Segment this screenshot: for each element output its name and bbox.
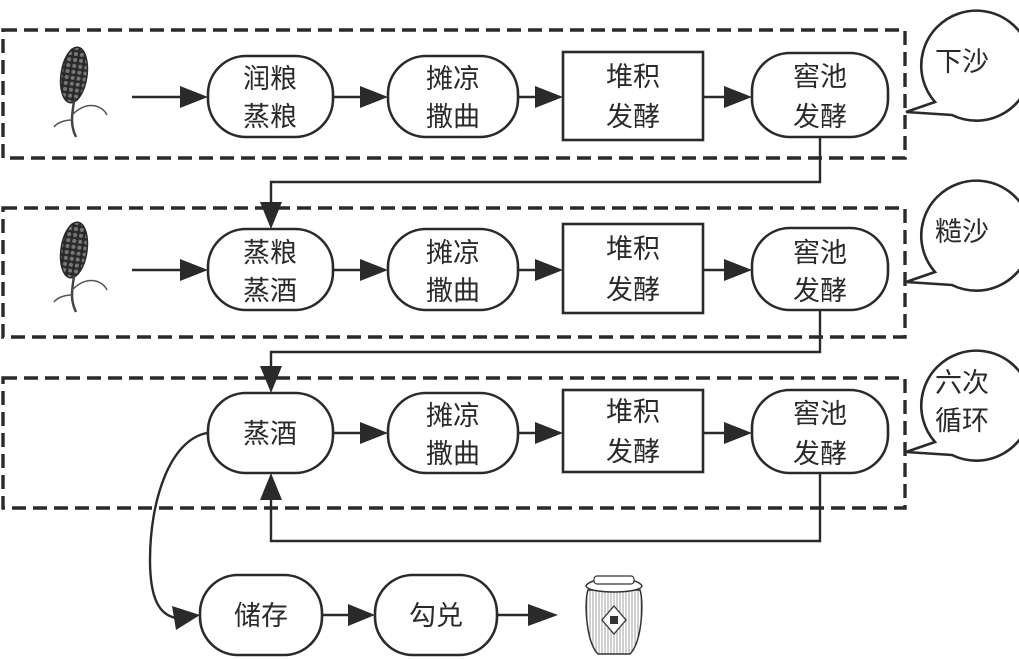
step-node: 窖池 发酵 [750,388,890,475]
stage-frame-zaosha [1,206,907,339]
sorghum-icon [53,221,108,313]
arrow-head [348,604,375,626]
step-label: 堆积 [606,397,660,428]
step-label: 勾兑 [409,601,463,632]
arrow-head [535,259,563,281]
step-label: 撒曲 [426,439,480,470]
step-label: 发酵 [606,437,660,468]
step-node: 摊凉 撒曲 [386,227,520,312]
step-label: 蒸酒 [243,419,297,450]
sorghum-icon [53,46,108,138]
step-label: 发酵 [793,276,847,307]
stage-label-bubble: 六次 循环 [905,349,1019,462]
step-node: 摊凉 撒曲 [386,391,520,475]
step-label: 窖池 [793,62,847,93]
arrow-head [724,422,752,444]
step-label: 堆积 [606,62,660,93]
step-node: 勾兑 [373,573,499,657]
step-node: 窖池 发酵 [750,226,890,312]
connectors [132,95,822,620]
step-label: 蒸酒 [243,276,297,307]
step-node: 蒸粮 蒸酒 [206,227,335,312]
step-label: 润粮 [243,64,297,95]
step-node: 窖池 发酵 [750,51,890,139]
stage-label-bubble: 下沙 [905,9,1019,122]
arrow-head [535,422,563,444]
arrow-head [528,604,558,626]
step-label: 蒸粮 [243,102,297,133]
step-label: 撒曲 [426,102,480,133]
step-label: 蒸粮 [243,238,297,269]
stage-label-bubble: 糙沙 [905,179,1019,292]
arrowheads [172,86,752,630]
step-label: 摊凉 [426,64,480,95]
step-label: 撒曲 [426,276,480,307]
step-label: 储存 [234,601,288,632]
arrow-head [360,422,388,444]
step-node: 蒸酒 [206,391,335,475]
arrow-head [360,259,388,281]
stage-frame-xiasha [1,28,907,160]
step-label: 摊凉 [426,401,480,432]
step-label: 发酵 [606,102,660,133]
step-label: 堆积 [606,234,660,265]
arrow-head [260,473,282,500]
step-node: 润粮 蒸粮 [206,54,335,139]
liquor-jar-icon [585,575,643,655]
stage-label: 糙沙 [935,217,989,248]
arrow-head [724,86,752,108]
step-label: 发酵 [793,102,847,133]
arrow-head [172,606,200,630]
step-node: 堆积 发酵 [561,50,705,142]
arrow-head [260,366,282,393]
stage-label: 循环 [935,406,989,437]
step-node: 堆积 发酵 [561,388,705,474]
arrow-head [360,86,388,108]
stage-frame-cycle [1,376,907,510]
step-node: 摊凉 撒曲 [386,54,520,139]
step-node: 堆积 发酵 [561,222,705,315]
stage-label: 六次 [935,368,989,399]
step-node: 储存 [198,573,324,657]
step-label: 窖池 [793,238,847,269]
step-label: 发酵 [793,439,847,470]
arrow-head [180,86,208,108]
step-label: 摊凉 [426,238,480,269]
stage-label: 下沙 [935,47,989,78]
step-label: 发酵 [606,275,660,306]
step-label: 窖池 [793,399,847,430]
arrow-head [724,259,752,281]
arrow-head [180,259,208,281]
arrow-head [260,202,282,229]
arrow-head [535,86,563,108]
